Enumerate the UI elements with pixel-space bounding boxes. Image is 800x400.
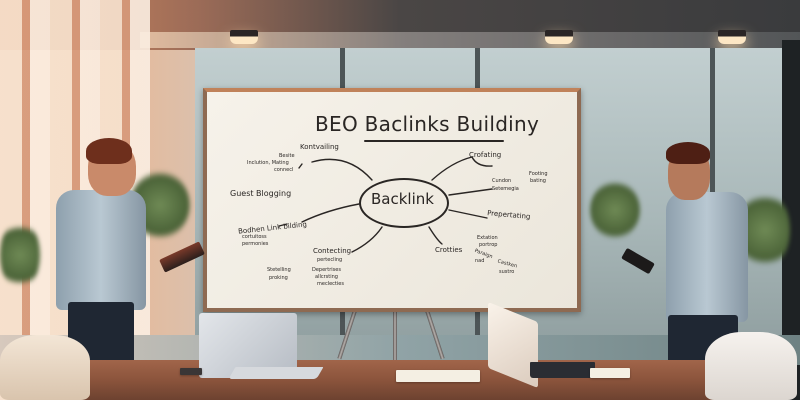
branch-label: Crotties xyxy=(435,246,463,254)
title-underline xyxy=(364,140,504,142)
phone xyxy=(180,368,202,375)
whiteboard-title: BEO Baclinks Buildiny xyxy=(315,112,540,136)
branch-note: connecl xyxy=(274,167,294,173)
branch-note: Depertrises xyxy=(312,267,341,273)
branch-note: pertecling xyxy=(317,257,343,263)
branch-note: Inclution, Mating xyxy=(247,160,289,166)
dark-wall-edge xyxy=(782,40,800,400)
branch-label: Cundon xyxy=(492,178,512,184)
branch-label: Crofating xyxy=(469,151,502,159)
branch-note: sustro xyxy=(499,269,515,275)
branch-label: Stetelling xyxy=(267,267,291,273)
pendant-light xyxy=(230,30,258,44)
shirt xyxy=(56,190,146,310)
plant xyxy=(590,180,640,240)
center-oval xyxy=(359,178,449,228)
whiteboard: BEO Baclinks Buildiny Backlink Kontvaili… xyxy=(203,88,581,312)
branch-note: bating xyxy=(530,178,546,184)
chair-left xyxy=(0,335,90,400)
plant xyxy=(0,220,40,290)
pendant-light xyxy=(718,30,746,44)
paper-sheet xyxy=(590,368,630,378)
branch-note: nad xyxy=(475,258,485,264)
branch-note: Extation xyxy=(477,235,498,241)
chair-right xyxy=(705,332,797,400)
branch-note: permonies xyxy=(242,241,269,247)
branch-note: allcrsting xyxy=(315,274,338,280)
plant xyxy=(740,190,790,270)
shirt xyxy=(666,192,748,322)
laptop-left-base xyxy=(228,367,324,379)
pendant-light xyxy=(545,30,573,44)
hair xyxy=(666,142,710,164)
branch-label: Contecting xyxy=(313,247,352,255)
mindmap-connectors xyxy=(278,156,493,253)
ceiling-beam xyxy=(140,32,800,48)
branch-note: meclecties xyxy=(317,281,344,287)
branch-note: Setemegia xyxy=(492,186,519,192)
branch-label: Guest Blogging xyxy=(230,189,292,198)
laptop-right-base xyxy=(530,362,595,378)
open-notebook xyxy=(396,370,480,382)
easel-leg xyxy=(393,310,397,362)
branch-note: cortuitoss xyxy=(242,234,267,240)
branch-label: Kontvailing xyxy=(300,143,339,151)
branch-note: Footing xyxy=(529,171,548,177)
hair xyxy=(86,138,132,164)
branch-note: portrop xyxy=(479,242,498,248)
center-node-label: Backlink xyxy=(371,190,434,208)
branch-note: Besite xyxy=(279,153,295,159)
branch-note: proking xyxy=(269,275,288,281)
